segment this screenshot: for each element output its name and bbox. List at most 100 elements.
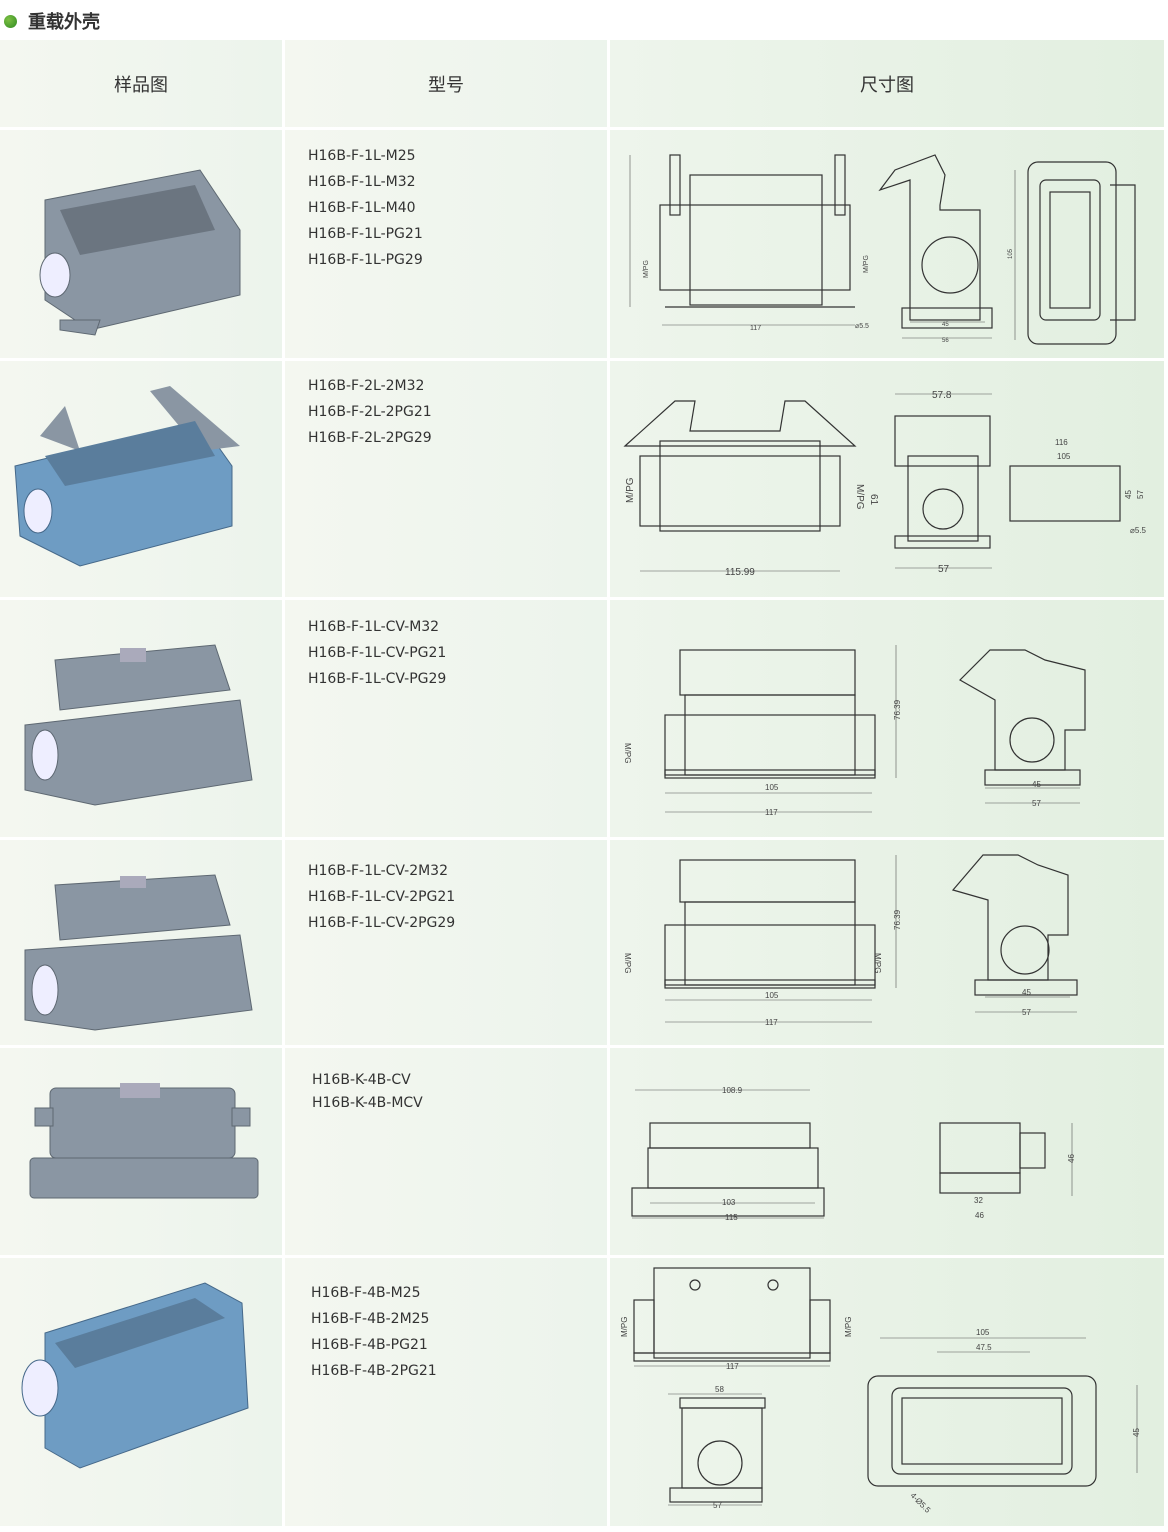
model-item: H16B-K-4B-MCV: [312, 1095, 423, 1111]
product-image: [0, 600, 282, 837]
model-item: H16B-F-1L-M32: [308, 174, 416, 190]
drawing-graphic: 105 117 76.39 M/PG M/PG 45 57: [623, 854, 1078, 1027]
model-item: H16B-F-4B-PG21: [311, 1337, 428, 1353]
header-model: 型号: [285, 40, 607, 127]
dimension-label: 116: [1055, 438, 1068, 447]
dimension-label: M/PG: [873, 953, 882, 973]
drawing-graphic: [39, 169, 241, 336]
dimension-label: 76.39: [893, 699, 902, 720]
dimension-label: M/PG: [620, 1317, 629, 1337]
model-item: H16B-F-2L-2PG21: [308, 404, 432, 420]
model-item: H16B-F-2L-2PG29: [308, 430, 432, 446]
product-image: [0, 840, 282, 1045]
dimension-label: M/PG: [625, 477, 636, 503]
dimension-label: M/PG: [623, 743, 632, 763]
product-image: [0, 130, 282, 358]
model-item: H16B-F-1L-M25: [308, 148, 416, 164]
dimension-label: 57: [1136, 490, 1145, 499]
dimension-label: 57: [713, 1501, 722, 1510]
drawing-graphic: 108.9 103 115 46 32 46: [631, 1086, 1076, 1222]
bullet-icon: [4, 14, 17, 28]
dimension-label: M/PG: [844, 1317, 853, 1337]
model-item: H16B-F-1L-PG21: [308, 226, 423, 242]
table-row: H16B-K-4B-CV H16B-K-4B-MCV 108.9 103 115 …: [0, 1048, 1164, 1255]
model-item: H16B-F-1L-CV-2PG29: [308, 915, 456, 931]
dimension-drawing: 105 117 76.39 M/PG M/PG 45 57: [610, 840, 1164, 1045]
model-item: H16B-F-4B-2PG21: [311, 1363, 437, 1379]
dimension-label: 103: [722, 1198, 736, 1207]
dimension-label: 57: [1032, 799, 1041, 808]
header-dimension-drawing: 尺寸图: [610, 40, 1164, 127]
dimension-label: 105: [976, 1328, 990, 1337]
dimension-label: 117: [726, 1362, 739, 1371]
drawing-graphic: [29, 1083, 259, 1199]
dimension-label: 46: [1067, 1154, 1076, 1163]
header-sample-image: 样品图: [0, 40, 282, 127]
table-header: 样品图 型号 尺寸图: [0, 40, 1164, 127]
dimension-label: 58: [715, 1385, 724, 1394]
drawing-graphic: [14, 386, 240, 567]
dimension-label: 45: [1124, 490, 1133, 499]
dimension-label: 61: [868, 494, 879, 506]
dimension-label: 117: [750, 325, 761, 332]
drawing-graphic: [24, 644, 253, 806]
dimension-label: M/PG: [623, 953, 632, 973]
dimension-label: 117: [765, 1018, 778, 1027]
drawing-graphic: [21, 1282, 249, 1469]
dimension-label: 108.9: [722, 1086, 743, 1095]
dimension-label: 46: [975, 1211, 984, 1220]
dimension-label: ⌀5.5: [1130, 526, 1146, 535]
drawing-graphic: [24, 874, 253, 1031]
model-item: H16B-F-1L-CV-PG29: [308, 671, 447, 687]
dimension-label: 76.39: [893, 909, 902, 930]
dimension-label: 117: [765, 808, 778, 817]
model-item: H16B-F-1L-CV-PG21: [308, 645, 447, 661]
dimension-label: 56: [942, 338, 949, 344]
dimension-label: M/PG: [854, 484, 865, 510]
model-item: H16B-F-1L-CV-2PG21: [308, 889, 456, 905]
dimension-drawing: 108.9 103 115 46 32 46: [610, 1048, 1164, 1255]
section-title: 重载外壳: [4, 8, 100, 34]
model-item: H16B-F-2L-2M32: [308, 378, 425, 394]
dimension-label: 57: [1022, 1008, 1031, 1017]
dimension-label: 115.99: [725, 567, 755, 578]
dimension-label: 45: [1032, 780, 1041, 789]
dimension-label: 45: [1132, 1428, 1141, 1437]
drawing-graphic: 105 117 76.39M/PG 45 57: [623, 645, 1086, 817]
dimension-label: 105: [1008, 248, 1014, 259]
product-image: [0, 1258, 282, 1526]
dimension-label: 47.5: [976, 1343, 992, 1352]
model-item: H16B-F-4B-M25: [311, 1285, 421, 1301]
dimension-label: 105: [1057, 452, 1071, 461]
dimension-label: 32: [974, 1196, 983, 1205]
dimension-label: 57: [938, 564, 950, 575]
dimension-label: 45: [942, 322, 949, 328]
dimension-label: 57.8: [932, 390, 952, 401]
dimension-label: 45: [1022, 988, 1031, 997]
model-item: H16B-F-1L-CV-2M32: [308, 863, 448, 879]
dimension-label: 115: [725, 1213, 738, 1222]
dimension-label: 105: [765, 991, 779, 1000]
model-item: H16B-F-1L-PG29: [308, 252, 423, 268]
dimension-label: 105: [765, 783, 779, 792]
model-item: H16B-F-4B-2M25: [311, 1311, 430, 1327]
model-item: H16B-K-4B-CV: [312, 1072, 411, 1088]
